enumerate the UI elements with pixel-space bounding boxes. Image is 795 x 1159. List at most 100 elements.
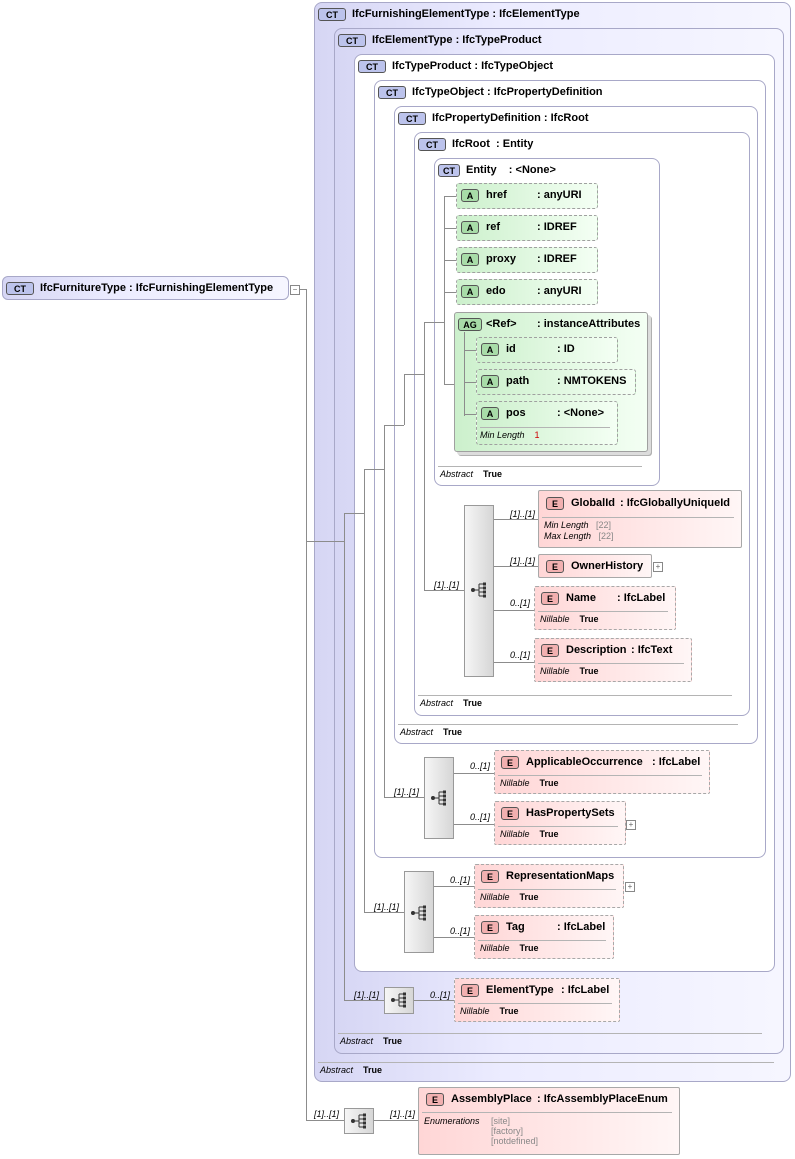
ct-header-entity[interactable]: Entity : <None> (466, 164, 556, 176)
element-type: : IfcLabel (652, 756, 701, 768)
element-badge: E (501, 807, 519, 820)
cardinality: [1]..[1] (354, 990, 380, 1000)
element-globalid[interactable] (538, 490, 742, 548)
expand-icon[interactable]: + (625, 882, 635, 892)
cardinality: [1]..[1] (390, 1109, 416, 1119)
element-badge: E (546, 560, 564, 573)
element-badge: E (501, 756, 519, 769)
attribute-badge: A (461, 221, 479, 234)
element-name: Tag (506, 921, 525, 933)
element-type: : IfcLabel (561, 984, 610, 996)
attribute-name: pos (506, 407, 526, 419)
ct-badge: CT (318, 8, 346, 21)
attribute-badge: A (481, 375, 499, 388)
enum-value: [factory] (491, 1126, 524, 1136)
attribute-type: : IDREF (537, 221, 577, 233)
ct-badge: CT (338, 34, 366, 47)
element-elementtype[interactable] (454, 978, 620, 1022)
sequence-icon (430, 790, 448, 809)
attribute-group-badge: AG (458, 318, 482, 331)
ct-header-ifcfurnishingelementtype[interactable]: IfcFurnishingElementType : IfcElementTyp… (352, 8, 580, 20)
element-assemblyplace[interactable] (418, 1087, 680, 1155)
ct-header-ifctypeobject[interactable]: IfcTypeObject : IfcPropertyDefinition (412, 86, 603, 98)
attribute-path[interactable] (476, 369, 636, 395)
attribute-name: path (506, 375, 530, 387)
cardinality: 0..[1] (510, 598, 531, 608)
attribute-type: : anyURI (537, 189, 582, 201)
element-type: : IfcLabel (557, 921, 606, 933)
element-name: Name (566, 592, 596, 604)
sequence-icon (350, 1113, 368, 1132)
collapse-icon[interactable]: − (290, 285, 300, 295)
element-badge: E (546, 497, 564, 510)
element-description[interactable] (534, 638, 692, 682)
element-name: HasPropertySets (526, 807, 615, 819)
ct-badge: CT (358, 60, 386, 73)
element-name: Description (566, 644, 627, 656)
attribute-name: id (506, 343, 516, 355)
ct-badge: CT (398, 112, 426, 125)
attribute-name: ref (486, 221, 501, 233)
attribute-group-name: <Ref> (486, 318, 517, 330)
attribute-type: : IDREF (537, 253, 577, 265)
cardinality: [1]..[1] (510, 556, 536, 566)
ct-badge: CT (438, 164, 460, 177)
cardinality: 0..[1] (470, 812, 491, 822)
element-applicableoccurrence[interactable] (494, 750, 710, 794)
expand-icon[interactable]: + (626, 820, 636, 830)
element-name: ElementType (486, 984, 554, 996)
min-length-facet: Min Length [22] (544, 520, 612, 530)
cardinality: [1]..[1] (314, 1109, 340, 1119)
attribute-group-type: : instanceAttributes (537, 318, 641, 330)
attribute-edo[interactable] (456, 279, 598, 305)
ct-header-ifcpropertydefinition[interactable]: IfcPropertyDefinition : IfcRoot (432, 112, 589, 124)
attribute-type: : NMTOKENS (557, 375, 627, 387)
attribute-badge: A (461, 253, 479, 266)
attribute-name: proxy (486, 253, 516, 265)
attribute-id[interactable] (476, 337, 618, 363)
ct-badge: CT (6, 282, 34, 295)
expand-icon[interactable]: + (653, 562, 663, 572)
element-name: OwnerHistory (571, 560, 644, 572)
enum-value: [notdefined] (491, 1136, 539, 1146)
ct-badge: CT (418, 138, 446, 151)
element-type: : IfcAssemblyPlaceEnum (537, 1093, 668, 1105)
attribute-name: href (486, 189, 507, 201)
cardinality: [1]..[1] (434, 580, 460, 590)
element-name: AssemblyPlace (451, 1093, 532, 1105)
enum-value: [site] (491, 1116, 511, 1126)
cardinality: 0..[1] (470, 761, 491, 771)
element-badge: E (426, 1093, 444, 1106)
element-name-ifclabel[interactable] (534, 586, 676, 630)
ct-header-ifcroot[interactable]: IfcRoot : Entity (452, 138, 534, 150)
element-name: ApplicableOccurrence (526, 756, 643, 768)
ct-header-ifcelementtype[interactable]: IfcElementType : IfcTypeProduct (372, 34, 542, 46)
attribute-proxy[interactable] (456, 247, 598, 273)
element-representationmaps[interactable] (474, 864, 624, 908)
element-badge: E (461, 984, 479, 997)
attribute-pos[interactable] (476, 401, 618, 445)
attribute-href[interactable] (456, 183, 598, 209)
sequence-icon (470, 582, 488, 601)
attribute-name: edo (486, 285, 506, 297)
element-type: : IfcLabel (617, 592, 666, 604)
root-type-box[interactable] (2, 276, 289, 300)
cardinality: [1]..[1] (510, 509, 536, 519)
attribute-ref[interactable] (456, 215, 598, 241)
cardinality: 0..[1] (430, 990, 451, 1000)
element-name: GlobalId (571, 497, 615, 509)
element-badge: E (481, 921, 499, 934)
cardinality: 0..[1] (510, 650, 531, 660)
element-type: : IfcText (631, 644, 673, 656)
ct-header-ifctypeproduct[interactable]: IfcTypeProduct : IfcTypeObject (392, 60, 553, 72)
